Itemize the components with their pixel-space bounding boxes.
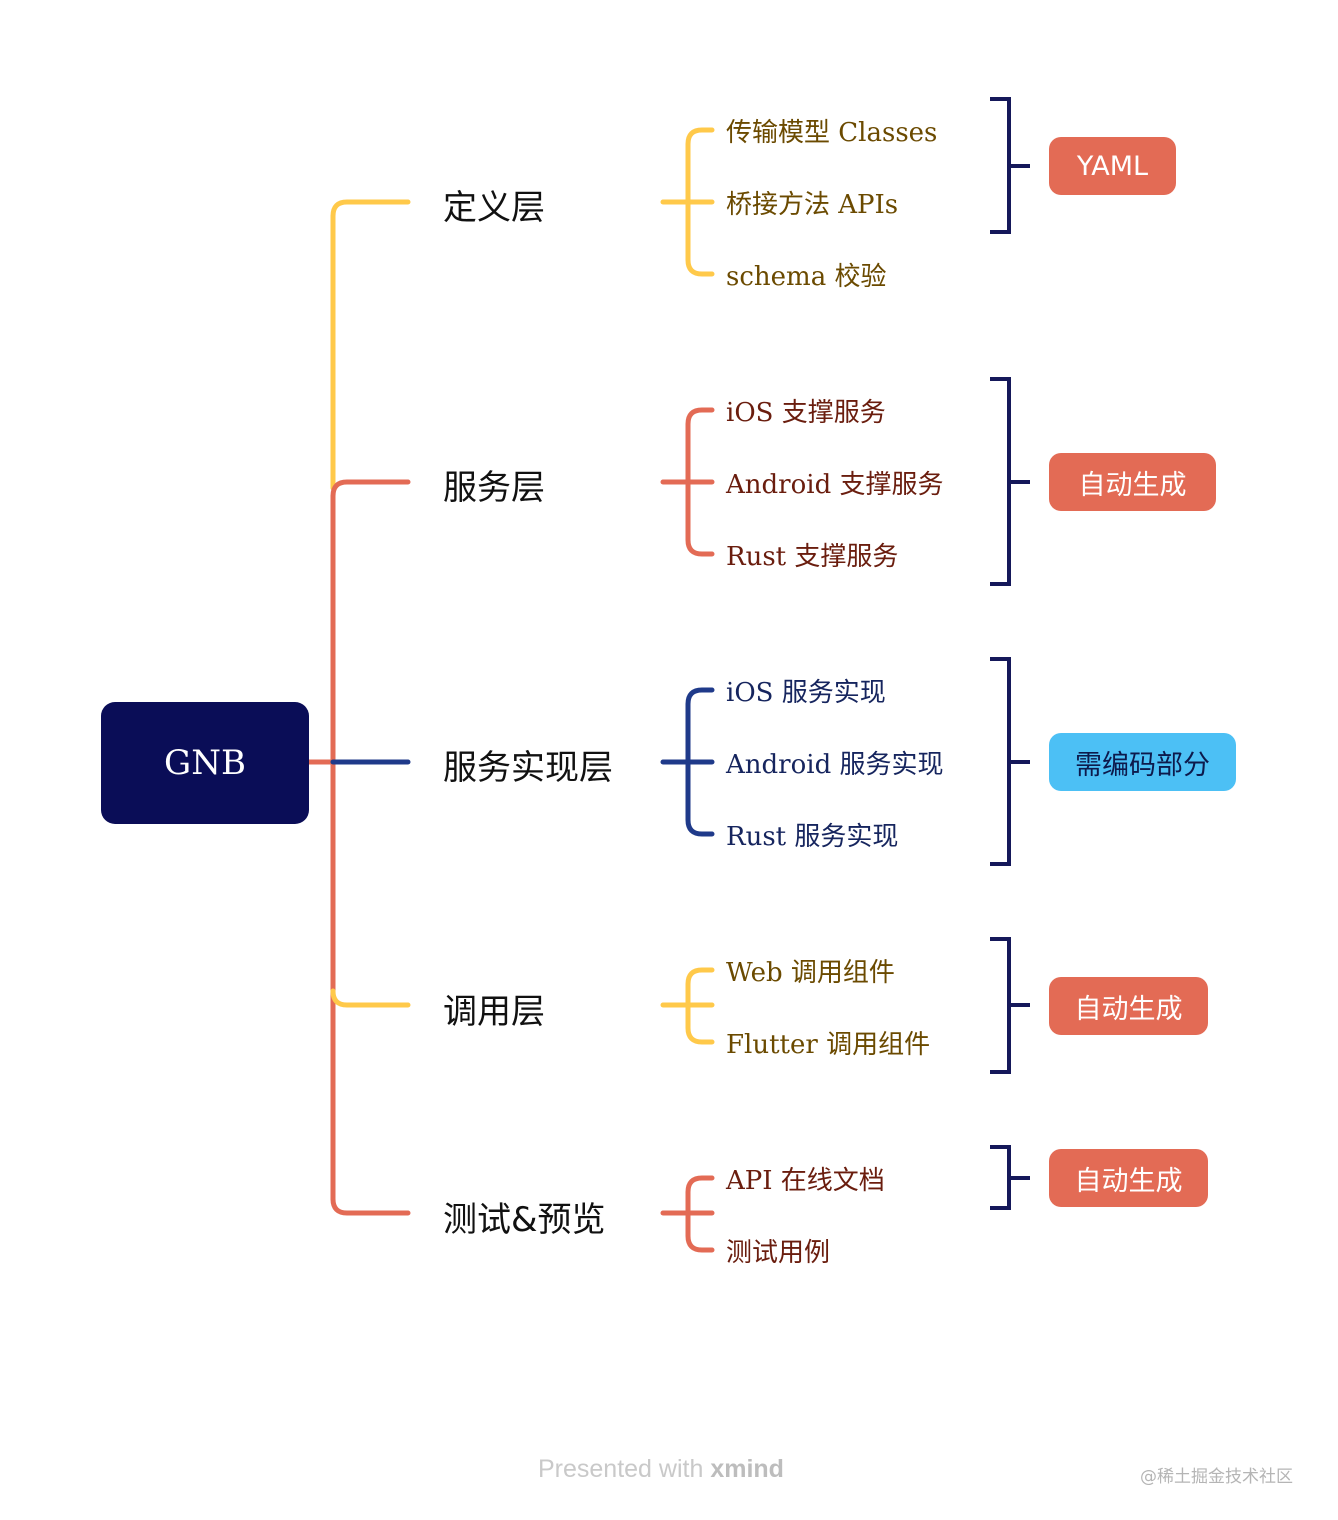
- leaf-rust-service-implementation[interactable]: Rust 服务实现: [726, 822, 899, 852]
- root-node-gnb[interactable]: GNB: [101, 702, 309, 824]
- summary-tag-auto-generated-test[interactable]: 自动生成: [1049, 1149, 1208, 1207]
- leaf-rust-support-service[interactable]: Rust 支撑服务: [726, 542, 899, 572]
- summary-tag-requires-coding[interactable]: 需编码部分: [1049, 733, 1236, 791]
- summary-tag-auto-generated-service[interactable]: 自动生成: [1049, 453, 1216, 511]
- watermark: @稀土掘金技术社区: [1140, 1467, 1293, 1487]
- presented-with-xmind: Presented with xmind: [538, 1455, 784, 1484]
- leaf-web-invocation-component[interactable]: Web 调用组件: [726, 958, 895, 988]
- child-bracket-0: [685, 127, 715, 277]
- layer-branch-4: [330, 1196, 411, 1216]
- layer-definition[interactable]: 定义层: [443, 188, 545, 228]
- child-bracket-3: [685, 967, 715, 1045]
- layer-branch-3: [330, 988, 411, 1008]
- layer-service-implementation[interactable]: 服务实现层: [443, 748, 613, 788]
- leaf-ios-support-service[interactable]: iOS 支撑服务: [726, 398, 886, 428]
- layer-branch-0: [330, 199, 411, 219]
- layer-service[interactable]: 服务层: [443, 468, 545, 508]
- leaf-flutter-invocation-component[interactable]: Flutter 调用组件: [726, 1030, 931, 1060]
- summary-bracket-2: [990, 657, 1030, 866]
- xmind-logo-text: xmind: [710, 1455, 784, 1483]
- layer-invocation[interactable]: 调用层: [443, 992, 545, 1032]
- layer-branch-1: [330, 479, 411, 499]
- leaf-android-service-implementation[interactable]: Android 服务实现: [726, 750, 944, 780]
- child-bracket-1: [685, 407, 715, 557]
- leaf-transport-model-classes[interactable]: 传输模型 Classes: [726, 118, 938, 148]
- summary-bracket-4: [990, 1145, 1030, 1210]
- presented-with-text: Presented with: [538, 1455, 704, 1483]
- summary-bracket-0: [990, 97, 1030, 234]
- child-bracket-4: [685, 1175, 715, 1253]
- leaf-android-support-service[interactable]: Android 支撑服务: [726, 470, 944, 500]
- child-bracket-2: [685, 687, 715, 837]
- leaf-api-online-docs[interactable]: API 在线文档: [726, 1166, 885, 1196]
- summary-bracket-1: [990, 377, 1030, 586]
- summary-tag-auto-generated-invocation[interactable]: 自动生成: [1049, 977, 1208, 1035]
- leaf-test-cases[interactable]: 测试用例: [726, 1238, 831, 1268]
- root-node-label: GNB: [164, 743, 246, 783]
- leaf-schema-validation[interactable]: schema 校验: [726, 262, 887, 292]
- leaf-bridge-method-apis[interactable]: 桥接方法 APIs: [726, 190, 899, 220]
- summary-bracket-3: [990, 937, 1030, 1074]
- leaf-ios-service-implementation[interactable]: iOS 服务实现: [726, 678, 886, 708]
- layer-test-preview[interactable]: 测试&预览: [443, 1200, 606, 1240]
- summary-tag-yaml[interactable]: YAML: [1049, 137, 1176, 195]
